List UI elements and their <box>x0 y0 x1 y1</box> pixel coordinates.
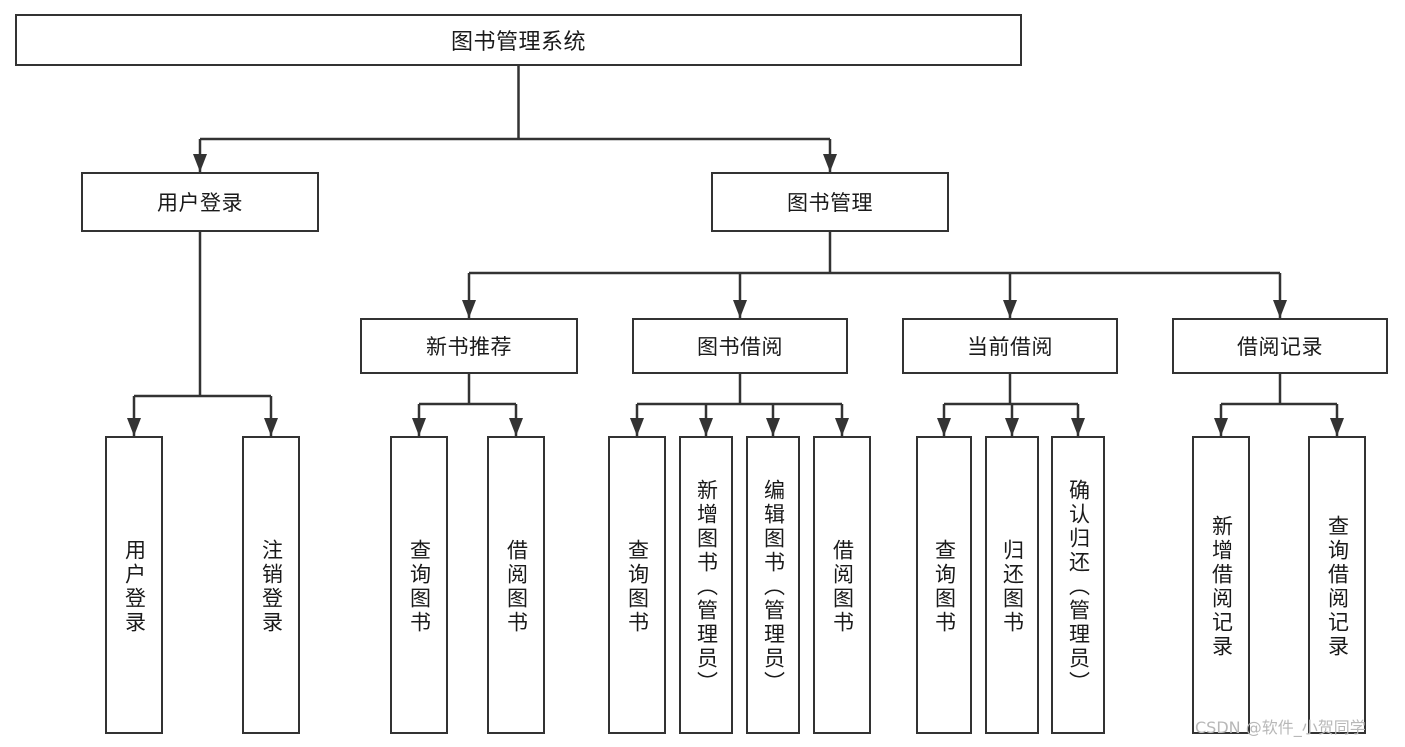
arrow-icon-book-manage-to-borrow-record <box>1273 300 1287 318</box>
arrow-icon-book-manage-to-book-borrow <box>733 300 747 318</box>
arrow-icon-borrow-record-to-leaf-query-record <box>1330 418 1344 436</box>
node-root[interactable]: 图书管理系统 <box>15 14 1022 66</box>
csdn-watermark: CSDN @软件_小贺同学 <box>1195 718 1366 737</box>
arrow-icon-user-login-to-leaf-user-login <box>127 418 141 436</box>
node-book-borrow[interactable]: 图书借阅 <box>632 318 848 374</box>
arrow-icon-book-borrow-to-leaf-query-book-2 <box>630 418 644 436</box>
node-new-book-rec[interactable]: 新书推荐 <box>360 318 578 374</box>
node-current-borrow[interactable]: 当前借阅 <box>902 318 1118 374</box>
node-leaf-add-book[interactable]: 新增图书（管理员） <box>679 436 733 734</box>
node-leaf-query-book-1[interactable]: 查询图书 <box>390 436 448 734</box>
arrow-icon-borrow-record-to-leaf-add-record <box>1214 418 1228 436</box>
arrow-icon-user-login-to-leaf-logout <box>264 418 278 436</box>
node-leaf-query-record[interactable]: 查询借阅记录 <box>1308 436 1366 734</box>
arrow-icon-book-borrow-to-leaf-borrow-book-2 <box>835 418 849 436</box>
node-leaf-borrow-book-2[interactable]: 借阅图书 <box>813 436 871 734</box>
node-leaf-borrow-book-1[interactable]: 借阅图书 <box>487 436 545 734</box>
arrow-icon-new-book-rec-to-leaf-borrow-book-1 <box>509 418 523 436</box>
node-leaf-query-book-3[interactable]: 查询图书 <box>916 436 972 734</box>
arrow-icon-book-borrow-to-leaf-add-book <box>699 418 713 436</box>
arrow-icon-book-manage-to-new-book-rec <box>462 300 476 318</box>
arrow-icon-book-borrow-to-leaf-edit-book <box>766 418 780 436</box>
node-user-login[interactable]: 用户登录 <box>81 172 319 232</box>
node-leaf-user-login[interactable]: 用户登录 <box>105 436 163 734</box>
arrow-icon-current-borrow-to-leaf-return-book <box>1005 418 1019 436</box>
node-leaf-edit-book[interactable]: 编辑图书（管理员） <box>746 436 800 734</box>
arrow-icon-current-borrow-to-leaf-confirm-return <box>1071 418 1085 436</box>
node-leaf-add-record[interactable]: 新增借阅记录 <box>1192 436 1250 734</box>
node-leaf-confirm-return[interactable]: 确认归还（管理员） <box>1051 436 1105 734</box>
arrow-icon-root-to-book-manage <box>823 154 837 172</box>
node-leaf-query-book-2[interactable]: 查询图书 <box>608 436 666 734</box>
arrow-icon-book-manage-to-current-borrow <box>1003 300 1017 318</box>
node-book-manage[interactable]: 图书管理 <box>711 172 949 232</box>
node-leaf-return-book[interactable]: 归还图书 <box>985 436 1039 734</box>
arrow-icon-current-borrow-to-leaf-query-book-3 <box>937 418 951 436</box>
node-leaf-logout[interactable]: 注销登录 <box>242 436 300 734</box>
arrow-icon-new-book-rec-to-leaf-query-book-1 <box>412 418 426 436</box>
arrow-icon-root-to-user-login <box>193 154 207 172</box>
node-borrow-record[interactable]: 借阅记录 <box>1172 318 1388 374</box>
